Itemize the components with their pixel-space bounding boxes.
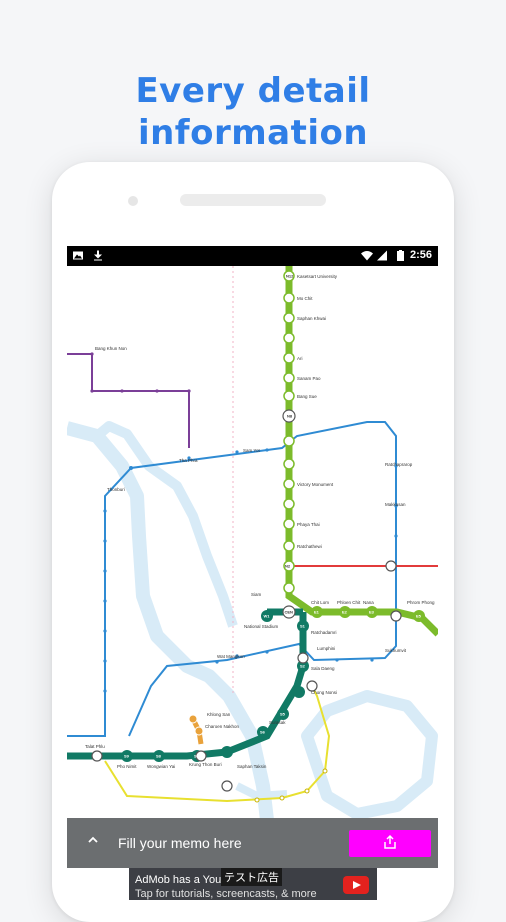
station-code-n12: N12 <box>286 274 294 279</box>
battery-icon <box>397 250 404 261</box>
station-label-w1: National Stadium <box>244 624 279 629</box>
share-button[interactable] <box>349 830 431 857</box>
station-label-gold: Charoen Nakhon <box>205 724 240 729</box>
station-code-s8: S8 <box>156 754 162 759</box>
station-code-s2: S2 <box>300 664 306 669</box>
station-code-s6: S6 <box>260 730 266 735</box>
signal-icon <box>377 250 387 261</box>
gold-line-stations <box>188 714 204 736</box>
station-code-w1: W1 <box>264 614 271 619</box>
station-label-thonburi: Thonburi <box>107 487 125 492</box>
ad-test-badge: テスト広告 <box>221 868 282 886</box>
station-label-s8: Wongwian Yai <box>147 764 175 769</box>
ad-subtitle: Tap for tutorials, screencasts, & more <box>135 888 317 900</box>
station-label-s1: Ratchadamri <box>311 630 337 635</box>
station-label-s6: Saphan Taksin <box>237 764 267 769</box>
youtube-play-icon[interactable] <box>343 876 369 894</box>
sukhumvit-east-stations[interactable] <box>311 606 425 622</box>
memo-input[interactable]: Fill your memo here <box>118 835 242 851</box>
earpiece-speaker <box>180 194 326 206</box>
station-label-sam-yot: Sam Yot <box>243 448 261 453</box>
station-label-n7: Saphan Khwai <box>297 316 326 321</box>
sukhumvit-line <box>285 266 438 637</box>
phone-screen: 2:56 <box>67 246 438 900</box>
sukhumvit-stations[interactable] <box>283 270 295 594</box>
ad-title: AdMob has a You <box>135 874 222 886</box>
chevron-up-icon[interactable] <box>85 832 101 848</box>
station-label-s9: Pho Nimit <box>117 764 137 769</box>
station-code-e5: E5 <box>416 614 422 619</box>
status-bar: 2:56 <box>67 246 438 266</box>
headline-line-1: Every detail <box>135 71 371 111</box>
blue-line <box>67 421 397 737</box>
station-label-s10: Talat Phlu <box>85 744 105 749</box>
station-label-bang-sue: Bang Sue <box>297 394 317 399</box>
status-time: 2:56 <box>409 249 432 261</box>
station-code-n2: N2 <box>285 564 291 569</box>
blue-line-stations <box>103 448 398 693</box>
station-label-wat-mangkon: Wat Mangkon <box>217 654 245 659</box>
station-code-s1: S1 <box>300 624 306 629</box>
station-label-n2: Phaya Thai <box>297 522 320 527</box>
station-label-cen: Siam <box>251 592 262 597</box>
station-label-makkasan: Makkasan <box>385 502 406 507</box>
chao-phraya-river <box>67 421 438 820</box>
station-label-n5: Ari <box>297 356 303 361</box>
headline: Every detail information <box>0 70 506 154</box>
station-code-e3: E3 <box>369 610 375 615</box>
station-label-gold2: Khlong San <box>207 712 231 717</box>
station-label-e1: Chit Lom <box>311 600 329 605</box>
wifi-icon <box>361 251 373 261</box>
download-icon <box>94 250 102 261</box>
station-code-e2: E2 <box>342 610 348 615</box>
station-code-s7: S7 <box>194 754 200 759</box>
station-label-s3: Chong Nonsi <box>311 690 337 695</box>
station-label-lumpini: Lumphini <box>317 646 335 651</box>
station-label-s5: Surasak <box>269 720 286 725</box>
interchange-stations[interactable] <box>91 409 402 792</box>
station-label-n8: Mo Chit <box>297 296 313 301</box>
station-label-n12: Kasetsart University <box>297 274 338 279</box>
yellow-line-stations <box>254 768 328 803</box>
headline-line-2: information <box>137 113 369 153</box>
station-code-cen: CEN <box>285 610 294 615</box>
station-code-e1: E1 <box>314 610 320 615</box>
station-label-n4: Sanam Pao <box>297 376 321 381</box>
station-label-tha-phra: Tha Phra <box>179 458 198 463</box>
station-code-s9: S9 <box>124 754 130 759</box>
station-code-s5: S5 <box>280 712 286 717</box>
silom-stations[interactable] <box>121 610 309 762</box>
station-label-n3: Victory Monument <box>297 482 334 487</box>
station-label-e2: Phloen Chit <box>337 600 361 605</box>
station-label-e3: Nana <box>363 600 374 605</box>
station-label-ratchaprarop: Ratchaprarop <box>385 462 413 467</box>
image-icon <box>73 251 83 260</box>
yellow-line <box>104 685 331 803</box>
transit-map[interactable]: Kasetsart University Mo Chit Saphan Khwa… <box>67 266 438 820</box>
station-code-n8: N8 <box>287 414 293 419</box>
station-label-sukhumvit: Sukhumvit <box>385 648 407 653</box>
station-label-s7: Krung Thon Buri <box>189 762 222 767</box>
share-icon <box>384 834 396 849</box>
station-label-n1: Ratchathewi <box>297 544 322 549</box>
memo-bar: Fill your memo here <box>67 818 438 868</box>
ad-banner[interactable]: AdMob has a You テスト広告 Tap for tutorials,… <box>129 868 377 900</box>
front-camera <box>128 196 138 206</box>
station-label-e5: Phrom Phong <box>407 600 435 605</box>
purple-line-stations <box>90 352 191 393</box>
station-label-bang-khun-non: Bang Khun Non <box>95 346 127 351</box>
station-label-s2: Sala Daeng <box>311 666 335 671</box>
